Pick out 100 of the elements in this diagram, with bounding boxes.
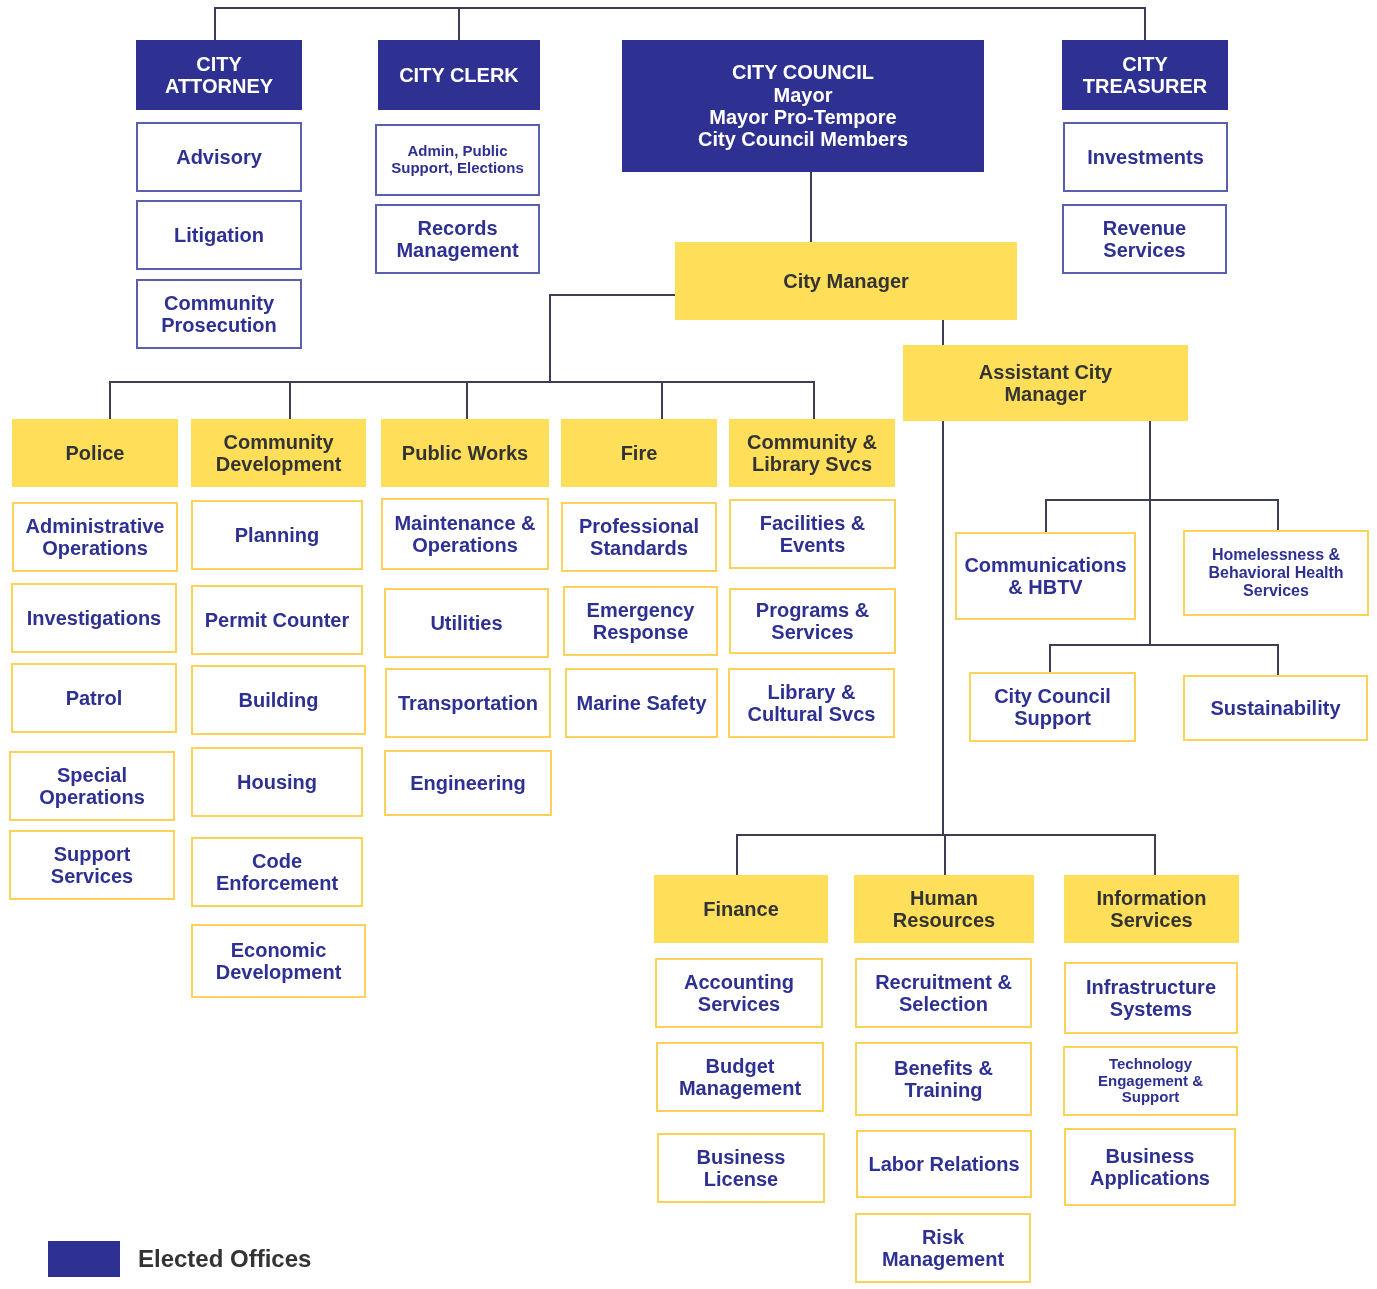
unit-box xyxy=(191,747,363,817)
department-title: Police xyxy=(65,441,125,465)
unit-label: Programs & Services xyxy=(754,598,871,644)
office-unit-box xyxy=(136,122,302,192)
unit-label: Investigations xyxy=(26,606,162,630)
council-member-label: Mayor xyxy=(773,83,833,106)
unit-box xyxy=(191,837,363,907)
office-unit-box xyxy=(1062,204,1227,274)
unit-label: Utilities xyxy=(430,611,503,635)
office-box xyxy=(378,40,540,110)
unit-box xyxy=(384,750,552,816)
unit-box xyxy=(856,1130,1032,1198)
unit-box xyxy=(955,532,1136,620)
unit-box xyxy=(655,958,823,1028)
legend-label: Elected Offices xyxy=(138,1245,312,1273)
unit-box xyxy=(1183,675,1368,741)
office-unit-box xyxy=(1063,122,1228,192)
unit-box xyxy=(12,502,178,572)
connector-line xyxy=(810,171,812,243)
unit-label: Engineering xyxy=(410,771,526,795)
office-box xyxy=(1062,40,1228,110)
unit-label: Permit Counter xyxy=(204,608,350,632)
department-title: Community & Library Svcs xyxy=(746,430,878,476)
unit-label: Benefits & Training xyxy=(893,1056,994,1102)
unit-box xyxy=(1064,962,1238,1034)
department-title: Fire xyxy=(620,441,658,465)
unit-label: Transportation xyxy=(398,691,538,715)
unit-box xyxy=(381,498,549,570)
unit-label: Marine Safety xyxy=(576,691,707,715)
office-unit-box xyxy=(136,279,302,349)
unit-label: Emergency Response xyxy=(585,598,696,644)
office-title: CITY ATTORNEY xyxy=(163,52,275,98)
unit-label: Community Prosecution xyxy=(160,291,278,337)
unit-label: Patrol xyxy=(65,686,123,710)
unit-label: Budget Management xyxy=(677,1054,803,1100)
unit-box xyxy=(563,586,718,656)
unit-box xyxy=(855,1213,1031,1283)
unit-label: Litigation xyxy=(174,223,264,247)
unit-label: Infrastructure Systems xyxy=(1085,975,1217,1021)
unit-label: Business Applications xyxy=(1089,1144,1211,1190)
office-unit-box xyxy=(136,200,302,270)
unit-box xyxy=(855,1042,1032,1116)
unit-box xyxy=(191,665,366,735)
unit-box xyxy=(191,585,363,655)
unit-box xyxy=(9,830,175,900)
unit-label: Admin, Public Support, Elections xyxy=(390,143,525,177)
unit-box xyxy=(9,751,175,821)
office-title: CITY TREASURER xyxy=(1081,52,1209,98)
department-box xyxy=(729,419,895,487)
office-unit-box xyxy=(375,124,540,196)
unit-label: Maintenance & Operations xyxy=(393,511,537,557)
unit-label: Labor Relations xyxy=(868,1152,1020,1176)
unit-label: Accounting Services xyxy=(683,970,795,1016)
unit-label: Records Management xyxy=(395,216,520,262)
unit-label: Investments xyxy=(1087,145,1204,169)
office-box xyxy=(622,40,984,172)
department-title: Public Works xyxy=(401,441,529,465)
connector-line xyxy=(214,7,460,41)
unit-label: Support Services xyxy=(49,842,135,888)
department-title: Community Development xyxy=(214,430,343,476)
unit-label: Code Enforcement xyxy=(214,849,340,895)
unit-label: Advisory xyxy=(176,145,262,169)
department-box xyxy=(1064,875,1239,943)
unit-label: Special Operations xyxy=(38,763,146,809)
unit-label: Planning xyxy=(234,523,320,547)
unit-label: Risk Management xyxy=(880,1225,1006,1271)
connector-line xyxy=(549,294,815,420)
unit-label: City Council Support xyxy=(993,684,1112,730)
unit-label: Technology Engagement & Support xyxy=(1097,1055,1204,1107)
unit-label: Homelessness & Behavioral Health Services xyxy=(1207,546,1345,600)
department-box xyxy=(854,875,1034,943)
council-member-label: City Council Members xyxy=(697,128,908,151)
department-box xyxy=(12,419,178,487)
unit-box xyxy=(855,958,1032,1028)
department-title: Assistant City Manager xyxy=(977,360,1114,406)
unit-box xyxy=(561,502,717,572)
unit-box xyxy=(385,668,551,738)
unit-box xyxy=(191,924,366,998)
unit-label: Housing xyxy=(237,770,317,794)
unit-box xyxy=(384,588,549,658)
unit-label: Facilities & Events xyxy=(758,511,867,557)
department-box xyxy=(654,875,828,943)
department-title: Human Resources xyxy=(891,886,997,932)
council-member-label: Mayor Pro-Tempore xyxy=(709,106,897,129)
unit-label: Communications & HBTV xyxy=(963,553,1128,599)
department-box xyxy=(191,419,366,487)
unit-box xyxy=(729,588,896,654)
unit-box xyxy=(11,663,177,733)
unit-box xyxy=(656,1042,824,1112)
office-title: CITY COUNCIL xyxy=(732,61,874,84)
unit-box xyxy=(1183,530,1369,616)
unit-box xyxy=(728,668,895,738)
unit-label: Administrative Operations xyxy=(24,514,166,560)
unit-box xyxy=(565,668,718,738)
department-box xyxy=(561,419,717,487)
department-title: Information Services xyxy=(1095,886,1208,932)
office-title: CITY CLERK xyxy=(399,63,519,87)
unit-box xyxy=(729,499,896,569)
unit-label: Library & Cultural Svcs xyxy=(746,680,877,726)
unit-box xyxy=(657,1133,825,1203)
